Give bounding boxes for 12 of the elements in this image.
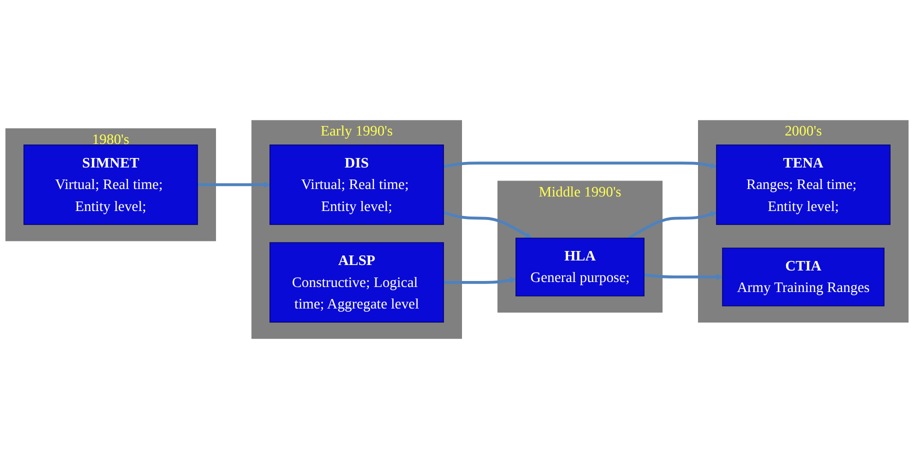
node-box: HLA General purpose; — [516, 238, 644, 296]
node-box: DIS Virtual; Real time; Entity level; — [270, 144, 444, 225]
node-box: ALSP Constructive; Logical time; Aggregate level — [270, 242, 444, 323]
arrow — [628, 211, 717, 240]
arrow — [644, 273, 723, 280]
node-box: TENA Ranges; Real time; Entity level; — [716, 144, 890, 225]
node-box: CTIA Army Training Ranges — [722, 248, 884, 306]
node-box: SIMNET Virtual; Real time; Entity level; — [24, 144, 198, 225]
arrow — [443, 162, 717, 169]
arrow — [198, 182, 270, 188]
arrow — [443, 211, 532, 238]
arrow — [444, 276, 516, 284]
